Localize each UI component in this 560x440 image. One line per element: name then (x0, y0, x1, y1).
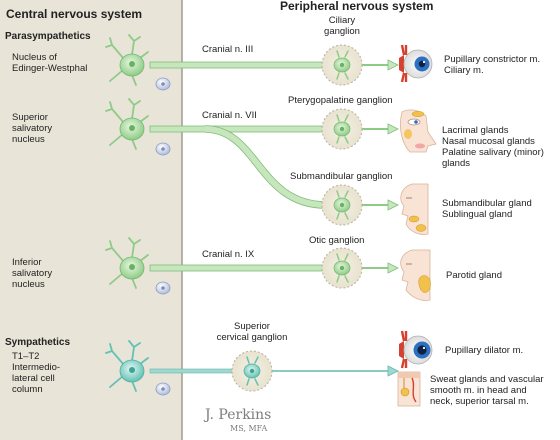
nucleus-superior-line2: salivatory (12, 123, 53, 134)
target-palatine-salivary-line2: glands (442, 158, 470, 169)
target-sweat-line2: smooth m. in head and (430, 385, 527, 396)
cranial-nerve-ix-label: Cranial n. IX (202, 249, 255, 260)
eye-icon (399, 44, 433, 83)
nucleus-edinger-line2: Edinger-Westphal (12, 63, 88, 74)
superior-cervical-ganglion-label-line2: cervical ganglion (216, 332, 288, 343)
nucleus-ilc-line2: Intermedio- (12, 362, 61, 373)
target-sweat-line1: Sweat glands and vascular (430, 374, 544, 385)
target-palatine-salivary: Palatine salivary (minor) (442, 147, 544, 158)
cranial-nerve-iii-label: Cranial n. III (202, 44, 254, 55)
cn7-preganglionic-axon (149, 125, 327, 133)
nucleus-inferior-line1: Inferior (12, 257, 42, 268)
target-nasal-mucosal-glands: Nasal mucosal glands (442, 136, 535, 147)
ciliary-ganglion-label-line1: Ciliary (328, 15, 356, 26)
symp-preganglionic-axon (149, 368, 239, 374)
artist-signature: J. Perkins (205, 407, 272, 423)
cns-panel (0, 0, 182, 440)
nucleus-ilc-line4: column (12, 384, 43, 395)
submandibular-ganglion (321, 184, 363, 226)
pterygopalatine-ganglion (321, 108, 363, 150)
target-ciliary-muscle: Ciliary m. (444, 65, 484, 76)
nucleus-inferior-line2: salivatory (12, 268, 53, 279)
cns-neuron-edinger (105, 34, 171, 91)
nucleus-ilc-line3: lateral cell (12, 373, 55, 384)
peripheral-ns-header: Peripheral nervous system (280, 0, 434, 13)
nucleus-ilc-line1: T1–T2 (12, 351, 40, 362)
cn9-preganglionic-axon (149, 264, 327, 272)
target-sweat-line3: neck, superior tarsal m. (430, 396, 529, 407)
face-submandibular-icon (400, 183, 429, 235)
cranial-nerve-vii-label: Cranial n. VII (202, 110, 257, 121)
superior-cervical-ganglion (231, 350, 273, 392)
nucleus-superior-line3: nucleus (12, 134, 45, 145)
eye-icon-sympathetic (399, 330, 433, 369)
cn3-preganglionic-axon (149, 61, 327, 69)
submandibular-ganglion-label: Submandibular ganglion (290, 171, 393, 182)
central-ns-header: Central nervous system (6, 7, 143, 21)
ciliary-ganglion (321, 44, 363, 86)
sympathetics-heading: Sympathetics (5, 337, 71, 348)
target-lacrimal-glands: Lacrimal glands (442, 125, 509, 136)
cns-neuron-intermediolateral (105, 340, 171, 396)
sweat-gland-icon (397, 371, 421, 407)
face-lacrimal-icon (400, 109, 437, 153)
target-sublingual-gland: Sublingual gland (442, 209, 513, 220)
artist-credentials: MS, MFA (230, 424, 268, 433)
ciliary-ganglion-label-line2: ganglion (324, 26, 360, 37)
cns-neuron-inferior-salivatory (105, 237, 171, 295)
nucleus-edinger-line1: Nucleus of (12, 52, 57, 63)
otic-ganglion (321, 247, 363, 289)
superior-cervical-ganglion-label-line1: Superior (234, 321, 270, 332)
target-pupillary-dilator: Pupillary dilator m. (445, 345, 524, 356)
axons (149, 59, 399, 377)
pterygopalatine-ganglion-label: Pterygopalatine ganglion (288, 95, 393, 106)
target-pupillary-constrictor: Pupillary constrictor m. (444, 54, 541, 65)
nucleus-inferior-line3: nucleus (12, 279, 45, 290)
target-submandibular-gland: Submandibular gland (442, 198, 532, 209)
cn7-submandibular-branch (204, 125, 327, 209)
parasympathetics-heading: Parasympathetics (5, 31, 91, 42)
otic-ganglion-label: Otic ganglion (309, 235, 365, 246)
face-parotid-icon (400, 249, 431, 301)
nucleus-superior-line1: Superior (12, 112, 48, 123)
cns-neuron-superior-salivatory (105, 98, 171, 156)
target-parotid-gland: Parotid gland (446, 270, 502, 281)
